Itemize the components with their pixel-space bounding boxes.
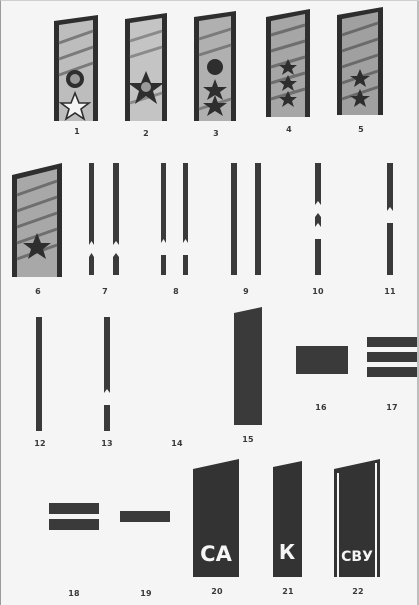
label-13: 13 — [92, 439, 122, 448]
shoulder-board-4 — [263, 7, 313, 117]
label-10: 10 — [303, 287, 333, 296]
label-6: 6 — [23, 287, 53, 296]
shoulder-board-2 — [122, 11, 170, 121]
label-15: 15 — [233, 435, 263, 444]
label-14: 14 — [162, 439, 192, 448]
label-8: 8 — [161, 287, 191, 296]
bar-insignia-16 — [295, 345, 349, 375]
shoulder-board-6 — [9, 161, 65, 277]
shoulder-board-3 — [191, 9, 239, 121]
label-12: 12 — [25, 439, 55, 448]
label-9: 9 — [231, 287, 261, 296]
stripe-board-10 — [311, 161, 325, 275]
label-1: 1 — [62, 127, 92, 136]
tab-insignia-20: CA — [191, 457, 241, 577]
item-22-text: СВУ — [341, 549, 373, 565]
label-19: 19 — [131, 589, 161, 598]
tab-insignia-21: К — [271, 459, 305, 577]
bars-insignia-18 — [47, 501, 101, 533]
label-22: 22 — [343, 587, 373, 596]
stripe-board-8 — [157, 161, 195, 275]
label-16: 16 — [306, 403, 336, 412]
label-20: 20 — [202, 587, 232, 596]
tab-insignia-22: СВУ — [331, 457, 383, 577]
label-17: 17 — [377, 403, 407, 412]
stripe-board-12 — [33, 315, 45, 431]
label-4: 4 — [274, 125, 304, 134]
label-2: 2 — [131, 129, 161, 138]
label-3: 3 — [201, 129, 231, 138]
label-21: 21 — [273, 587, 303, 596]
tab-insignia-15 — [232, 307, 266, 425]
label-18: 18 — [59, 589, 89, 598]
item-21-text: К — [279, 540, 296, 564]
label-7: 7 — [90, 287, 120, 296]
bars-insignia-17 — [366, 335, 418, 379]
label-5: 5 — [346, 125, 376, 134]
shoulder-board-5 — [334, 5, 386, 115]
shoulder-board-1 — [51, 13, 101, 121]
bar-insignia-19 — [119, 509, 171, 525]
stripe-board-13 — [100, 315, 114, 431]
item-20-text: CA — [200, 542, 232, 566]
stripe-board-11 — [384, 161, 396, 275]
stripe-board-7 — [85, 161, 125, 275]
stripe-board-9 — [227, 161, 267, 275]
label-11: 11 — [375, 287, 405, 296]
